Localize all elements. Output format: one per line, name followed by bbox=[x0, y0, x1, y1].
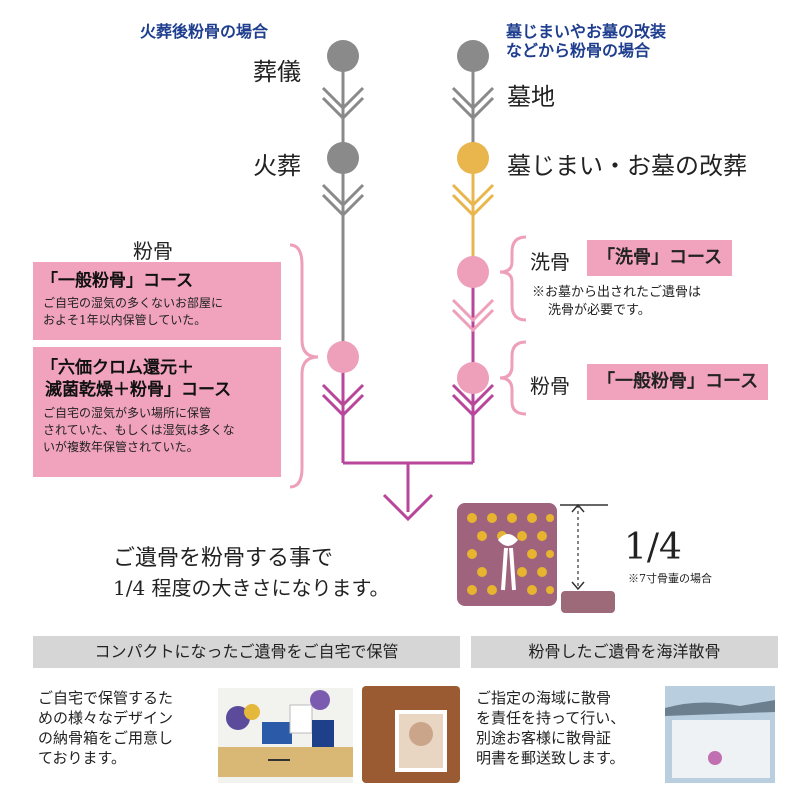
sea-scattering-header: 粉骨したご遺骨を海洋散骨 bbox=[471, 636, 778, 668]
chevron-down-icon bbox=[321, 96, 365, 121]
chevron-down-icon bbox=[451, 86, 495, 111]
urn-knot bbox=[498, 534, 518, 546]
chevron-down-icon bbox=[321, 86, 365, 111]
stage-label-funeral: 葬儀 bbox=[253, 58, 301, 86]
text-line: 明書を郵送致します。 bbox=[476, 749, 625, 767]
text-line: を責任を持って行い、 bbox=[476, 709, 626, 727]
course-desc-line2: されていた、もしくは湿気は多くな bbox=[43, 423, 235, 437]
right-funkotsu-label: 粉骨 bbox=[530, 374, 570, 398]
course-desc-line1: ご自宅の湿気の多くないお部屋に bbox=[43, 296, 224, 310]
flower-image bbox=[310, 690, 330, 710]
flower-image bbox=[244, 704, 260, 720]
chevron-down-icon bbox=[321, 183, 365, 208]
course-title-line2: 滅菌乾燥＋粉骨」コース bbox=[45, 380, 232, 400]
right-route-title-line2: などから粉骨の場合 bbox=[506, 41, 651, 60]
chevron-down-icon bbox=[321, 193, 365, 218]
mountain-shape bbox=[665, 700, 775, 716]
right-route-title-line1: 墓じまいやお墓の改装 bbox=[506, 22, 667, 41]
course-desc-line1: ご自宅の湿気が多い場所に保管 bbox=[43, 406, 212, 420]
home-storage-header: コンパクトになったご遺骨をご自宅で保管 bbox=[33, 636, 460, 668]
chevron-down-icon bbox=[321, 393, 365, 418]
stage-node bbox=[457, 142, 489, 174]
chevron-down-icon bbox=[382, 493, 434, 522]
home-storage-text: ご自宅で保管するた めの様々なデザイン の納骨箱をご用意し ております。 bbox=[38, 688, 173, 768]
stage-node bbox=[457, 362, 489, 394]
urn-bag-pattern bbox=[467, 513, 554, 595]
stage-label-cremation: 火葬 bbox=[253, 152, 301, 180]
stage-node bbox=[327, 341, 359, 373]
ratio-value: 1/4 bbox=[624, 527, 682, 568]
course-box-general: 「一般粉骨」コース ご自宅の湿気の多くないお部屋に およそ1年以内保管していた。 bbox=[33, 262, 281, 340]
left-funkotsu-label: 粉骨 bbox=[133, 239, 173, 263]
left-route-title: 火葬後粉骨の場合 bbox=[140, 22, 269, 41]
course-box-chromium: 「六価クロム還元＋ 滅菌乾燥＋粉骨」コース ご自宅の湿気が多い場所に保管 されて… bbox=[33, 347, 281, 477]
small-bag-image bbox=[561, 591, 615, 613]
text-line: めの様々なデザイン bbox=[38, 709, 174, 727]
urn-cord bbox=[501, 547, 508, 591]
portrait-face bbox=[409, 722, 433, 746]
chevron-down-icon bbox=[451, 298, 495, 323]
general-course-badge: 「一般粉骨」コース bbox=[587, 364, 769, 400]
course-title: 「一般粉骨」コース bbox=[41, 271, 194, 291]
chevron-down-icon bbox=[451, 183, 495, 208]
stage-label-grave: 墓地 bbox=[507, 83, 555, 111]
text-line: の納骨箱をご用意し bbox=[38, 729, 174, 747]
chevron-down-icon bbox=[451, 193, 495, 218]
arrow-up-icon bbox=[571, 503, 585, 513]
stage-node bbox=[457, 256, 489, 288]
right-bracket-funkotsu bbox=[499, 340, 527, 416]
photo-frame bbox=[289, 704, 313, 734]
senkotsu-note-line1: ※お墓から出されたご遺骨は bbox=[532, 285, 702, 300]
stage-node bbox=[457, 40, 489, 72]
stage-node bbox=[327, 142, 359, 174]
urn-image bbox=[262, 722, 292, 744]
senkotsu-note-line2: 洗骨が必要です。 bbox=[548, 303, 651, 318]
chevron-down-icon bbox=[451, 96, 495, 121]
right-bracket-senkotsu bbox=[499, 235, 527, 322]
chevron-down-icon bbox=[451, 393, 495, 418]
chevron-down-icon bbox=[451, 383, 495, 408]
stage-node bbox=[327, 40, 359, 72]
text-line: ご自宅で保管するた bbox=[38, 689, 174, 707]
scatter-paper bbox=[672, 720, 770, 778]
left-bracket bbox=[289, 243, 319, 489]
result-line1: ご遺骨を粉骨する事で bbox=[113, 546, 334, 571]
text-line: ております。 bbox=[38, 749, 127, 767]
course-desc-line2: およそ1年以内保管していた。 bbox=[43, 313, 207, 327]
sea-scattering-text: ご指定の海域に散骨 を責任を持って行い、 別途お客様に散骨証 明書を郵送致します… bbox=[476, 688, 625, 768]
chevron-down-icon bbox=[321, 383, 365, 408]
text-line: 別途お客様に散骨証 bbox=[476, 729, 612, 747]
vase-image bbox=[312, 720, 334, 747]
course-desc-line3: いが複数年保管されていた。 bbox=[43, 440, 199, 454]
senkotsu-course-badge: 「洗骨」コース bbox=[587, 240, 733, 276]
urn-cord bbox=[509, 547, 516, 591]
result-line2: 1/4 程度の大きさになります。 bbox=[113, 576, 390, 600]
chevron-down-icon bbox=[451, 308, 495, 333]
stage-label-hakajimai: 墓じまい・お墓の改葬 bbox=[507, 152, 747, 180]
arrow-down-icon bbox=[571, 581, 585, 591]
senkotsu-label: 洗骨 bbox=[530, 250, 570, 274]
altar-cabinet bbox=[218, 747, 353, 777]
course-title-line1: 「六価クロム還元＋ bbox=[41, 358, 194, 378]
ratio-note: ※7寸骨壷の場合 bbox=[628, 572, 712, 585]
flower-image bbox=[708, 751, 722, 765]
text-line: ご指定の海域に散骨 bbox=[476, 689, 612, 707]
